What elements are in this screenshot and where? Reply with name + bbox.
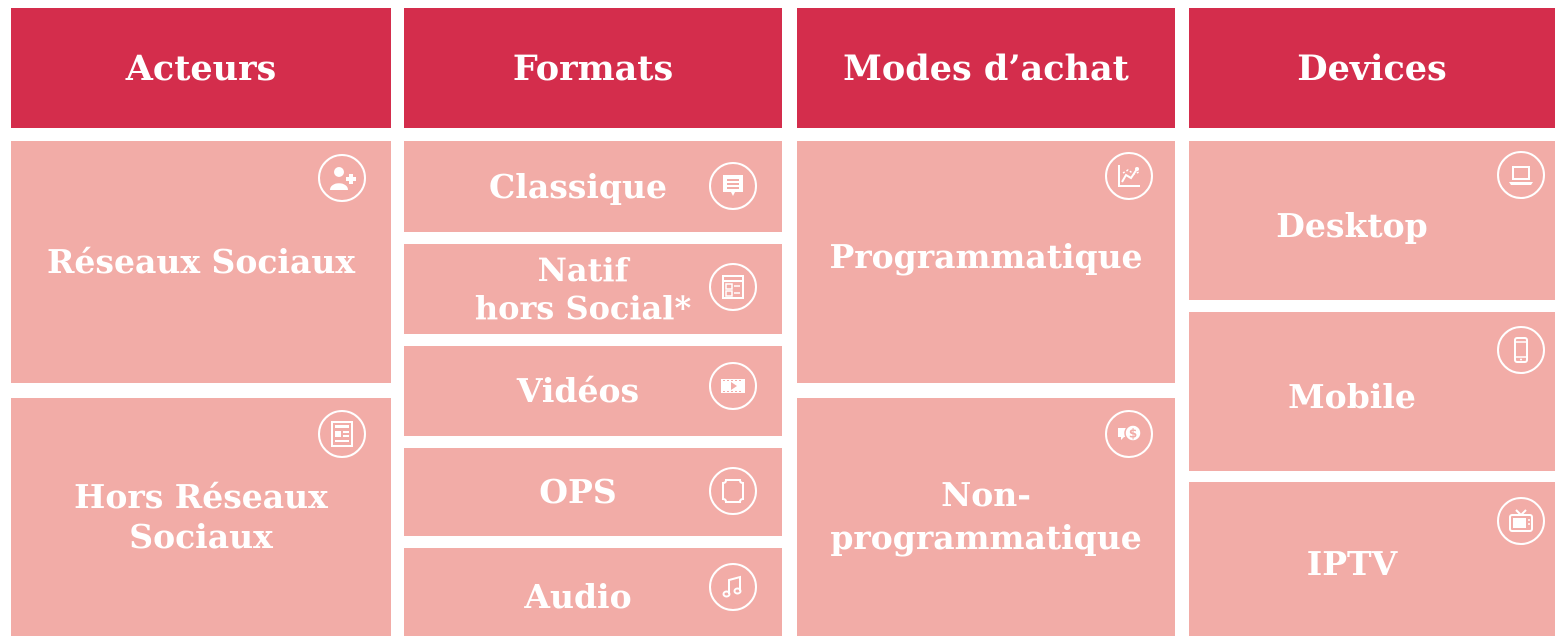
cell-mobile: Mobile (1189, 312, 1555, 471)
native-ad-icon (709, 263, 757, 311)
header-devices-label: Devices (1297, 47, 1447, 89)
header-formats-label: Formats (512, 47, 674, 89)
cell-hors-reseaux-sociaux: Hors Réseaux Sociaux (11, 398, 391, 636)
cell-classique: Classique (404, 141, 782, 232)
cell-programmatique: Programmatique (797, 141, 1175, 383)
cell-programmatique-label: Programmatique (829, 237, 1143, 277)
message-icon (709, 162, 757, 210)
chart-line-icon (1105, 152, 1153, 200)
cell-iptv: IPTV (1189, 482, 1555, 636)
frame-icon (709, 467, 757, 515)
add-user-icon (318, 154, 366, 202)
cell-reseaux-sociaux-label: Réseaux Sociaux (46, 242, 356, 282)
newsletter-icon (318, 410, 366, 458)
header-acteurs-label: Acteurs (125, 47, 277, 89)
cell-non-programmatique-label: Non- programmatique (830, 475, 1142, 557)
tv-icon (1497, 497, 1545, 545)
svg-text:$: $ (1129, 427, 1137, 441)
cell-iptv-label: IPTV (1306, 544, 1398, 584)
header-modes-achat-label: Modes d’achat (843, 47, 1129, 89)
cell-classique-label: Classique (489, 166, 667, 206)
laptop-icon (1497, 151, 1545, 199)
cell-ops: OPS (404, 448, 782, 536)
video-icon (709, 362, 757, 410)
smartphone-icon (1497, 326, 1545, 374)
music-note-icon (709, 563, 757, 611)
cell-hors-reseaux-sociaux-label: Hors Réseaux Sociaux (74, 477, 328, 556)
cell-mobile-label: Mobile (1288, 376, 1416, 416)
cell-ops-label: OPS (539, 472, 617, 512)
cell-non-programmatique: Non- programmatique $ (797, 398, 1175, 636)
cell-desktop-label: Desktop (1276, 205, 1428, 245)
cell-videos: Vidéos (404, 346, 782, 436)
cell-reseaux-sociaux: Réseaux Sociaux (11, 141, 391, 383)
money-chat-icon: $ (1105, 410, 1153, 458)
header-acteurs: Acteurs (11, 8, 391, 128)
cell-audio-label: Audio (524, 577, 632, 617)
header-formats: Formats (404, 8, 782, 128)
cell-natif-hors-social-label: Natif hors Social* (474, 250, 692, 327)
cell-natif-hors-social: Natif hors Social* (404, 244, 782, 334)
cell-desktop: Desktop (1189, 141, 1555, 300)
cell-audio: Audio (404, 548, 782, 636)
header-devices: Devices (1189, 8, 1555, 128)
header-modes-achat: Modes d’achat (797, 8, 1175, 128)
cell-videos-label: Vidéos (516, 371, 640, 411)
